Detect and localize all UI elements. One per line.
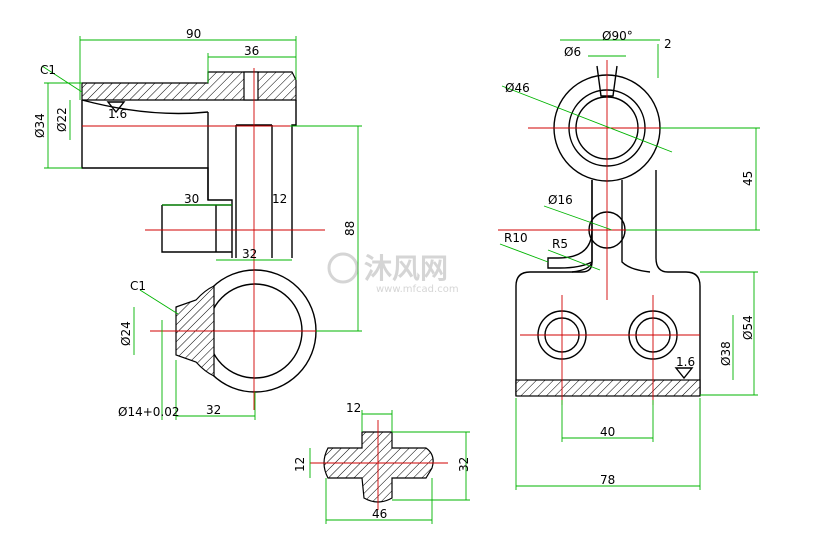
chamfer-c1-bottom: C1	[130, 279, 146, 293]
dim-dia90deg: Ø90°	[602, 29, 633, 43]
dim-30: 30	[184, 192, 199, 206]
dim-36: 36	[244, 44, 259, 58]
cross-section	[323, 431, 434, 503]
dimension-labels: 90 36 C1 Ø34 Ø22 1.6 30 12 32 88 C1 Ø24 …	[33, 27, 755, 521]
dim-78: 78	[600, 473, 615, 487]
dim-32-top: 32	[242, 247, 257, 261]
watermark-logo-icon	[327, 252, 359, 284]
dim-dia14: Ø14+0.02	[118, 405, 180, 419]
top-boss-section	[81, 71, 297, 101]
dim-dia16: Ø16	[548, 193, 573, 207]
left-neck	[81, 99, 209, 200]
dim-32-bottom: 32	[206, 403, 221, 417]
dim-45: 45	[741, 171, 755, 186]
dim-dia54: Ø54	[741, 315, 755, 340]
dim-dia34: Ø34	[33, 113, 47, 138]
right-view	[498, 60, 720, 405]
roughness-mark-right	[674, 367, 694, 380]
watermark-url: www.mfcad.com	[376, 284, 459, 295]
dim-dia6: Ø6	[564, 45, 581, 59]
dim-40: 40	[600, 425, 615, 439]
watermark-text: 沐风网	[364, 252, 448, 285]
dim-12-cross: 12	[346, 401, 361, 415]
dim-2: 2	[664, 37, 672, 51]
dimension-lines	[41, 36, 760, 524]
side-pin	[161, 204, 232, 253]
watermark: 沐风网 www.mfcad.com	[327, 252, 459, 295]
roughness-top: 1.6	[108, 107, 127, 121]
dim-dia24: Ø24	[119, 321, 133, 346]
dim-r5: R5	[552, 237, 568, 251]
dim-dia46: Ø46	[505, 81, 530, 95]
dim-46: 46	[372, 507, 387, 521]
base-hatch	[515, 379, 701, 397]
dim-r10: R10	[504, 231, 528, 245]
roughness-right: 1.6	[676, 355, 695, 369]
dim-12-cross-side: 12	[293, 457, 307, 472]
dim-90: 90	[186, 27, 201, 41]
dim-88: 88	[343, 221, 357, 236]
dim-32-cross: 32	[457, 457, 471, 472]
dim-12: 12	[272, 192, 287, 206]
chamfer-c1-top: C1	[40, 63, 56, 77]
dim-dia38: Ø38	[719, 341, 733, 366]
dim-dia22: Ø22	[55, 107, 69, 132]
roughness-mark	[106, 101, 126, 114]
